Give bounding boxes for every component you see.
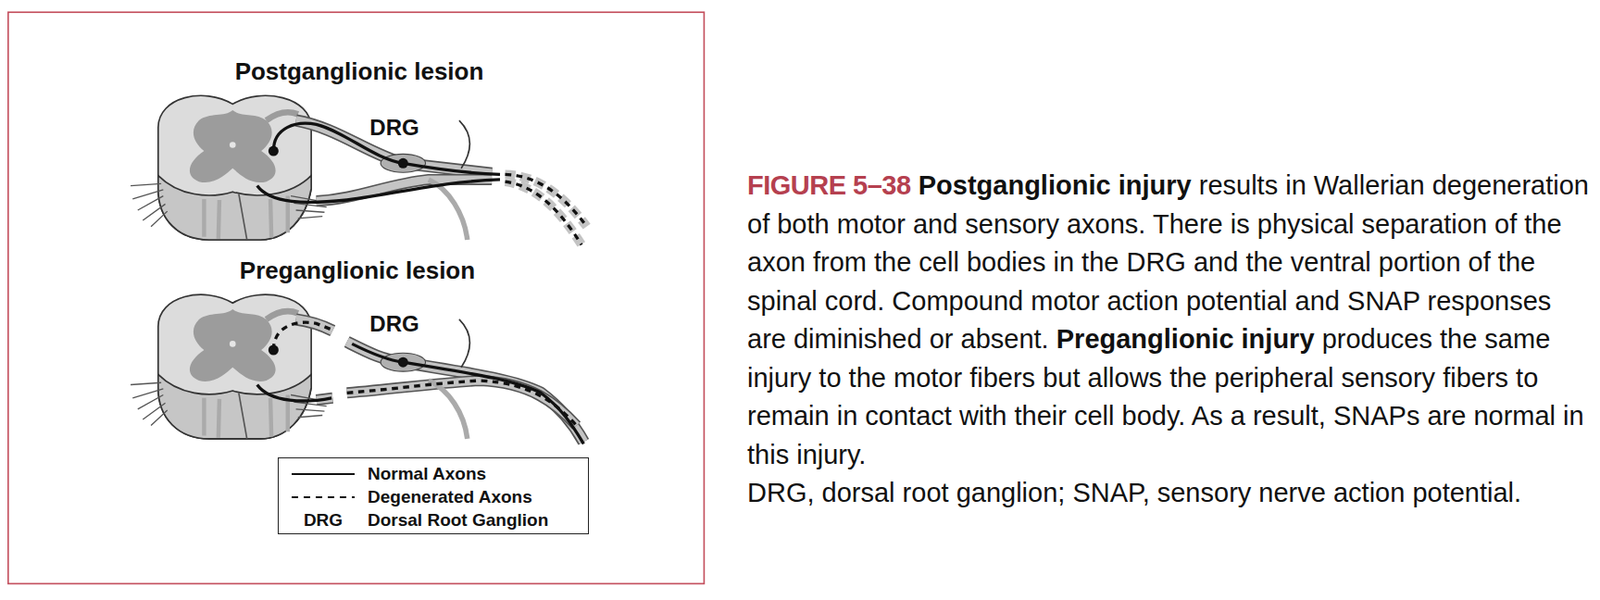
legend-sample: DRG	[278, 508, 368, 532]
legend-row: Degenerated Axons	[278, 485, 588, 509]
legend-text: Degenerated Axons	[367, 487, 533, 508]
caption-paragraph: FIGURE 5–38Postganglionic injuryresults …	[747, 166, 1595, 475]
figure-caption: FIGURE 5–38Postganglionic injuryresults …	[747, 166, 1595, 513]
panel-frame	[8, 12, 705, 584]
preganglionic-figure	[130, 294, 584, 444]
legend-sample	[278, 485, 368, 509]
figure-number: FIGURE 5–38	[747, 170, 912, 200]
solid-line-sample	[289, 469, 357, 479]
abbreviation: DRG	[303, 510, 343, 531]
ganglion-label: DRG	[369, 114, 419, 141]
legend-text: Dorsal Root Ganglion	[367, 510, 549, 531]
abbreviation-note: DRG, dorsal root ganglion; SNAP, sensory…	[747, 474, 1595, 513]
bold-term: Postganglionic injury	[918, 170, 1192, 200]
legend-row: DRG Dorsal Root Ganglion	[278, 508, 588, 532]
postganglionic-figure	[130, 95, 588, 245]
panel-heading: Preganglionic lesion	[239, 256, 475, 286]
legend-sample	[278, 462, 368, 486]
dashed-line-sample	[289, 492, 357, 502]
legend-box: Normal AxonsDegenerated AxonsDRG Dorsal R…	[277, 457, 589, 535]
legend-row: Normal Axons	[278, 462, 588, 486]
ganglion-label: DRG	[369, 311, 419, 338]
panel-heading: Postganglionic lesion	[235, 57, 485, 87]
legend-text: Normal Axons	[367, 463, 487, 485]
bold-term: Preganglionic injury	[1056, 324, 1315, 354]
